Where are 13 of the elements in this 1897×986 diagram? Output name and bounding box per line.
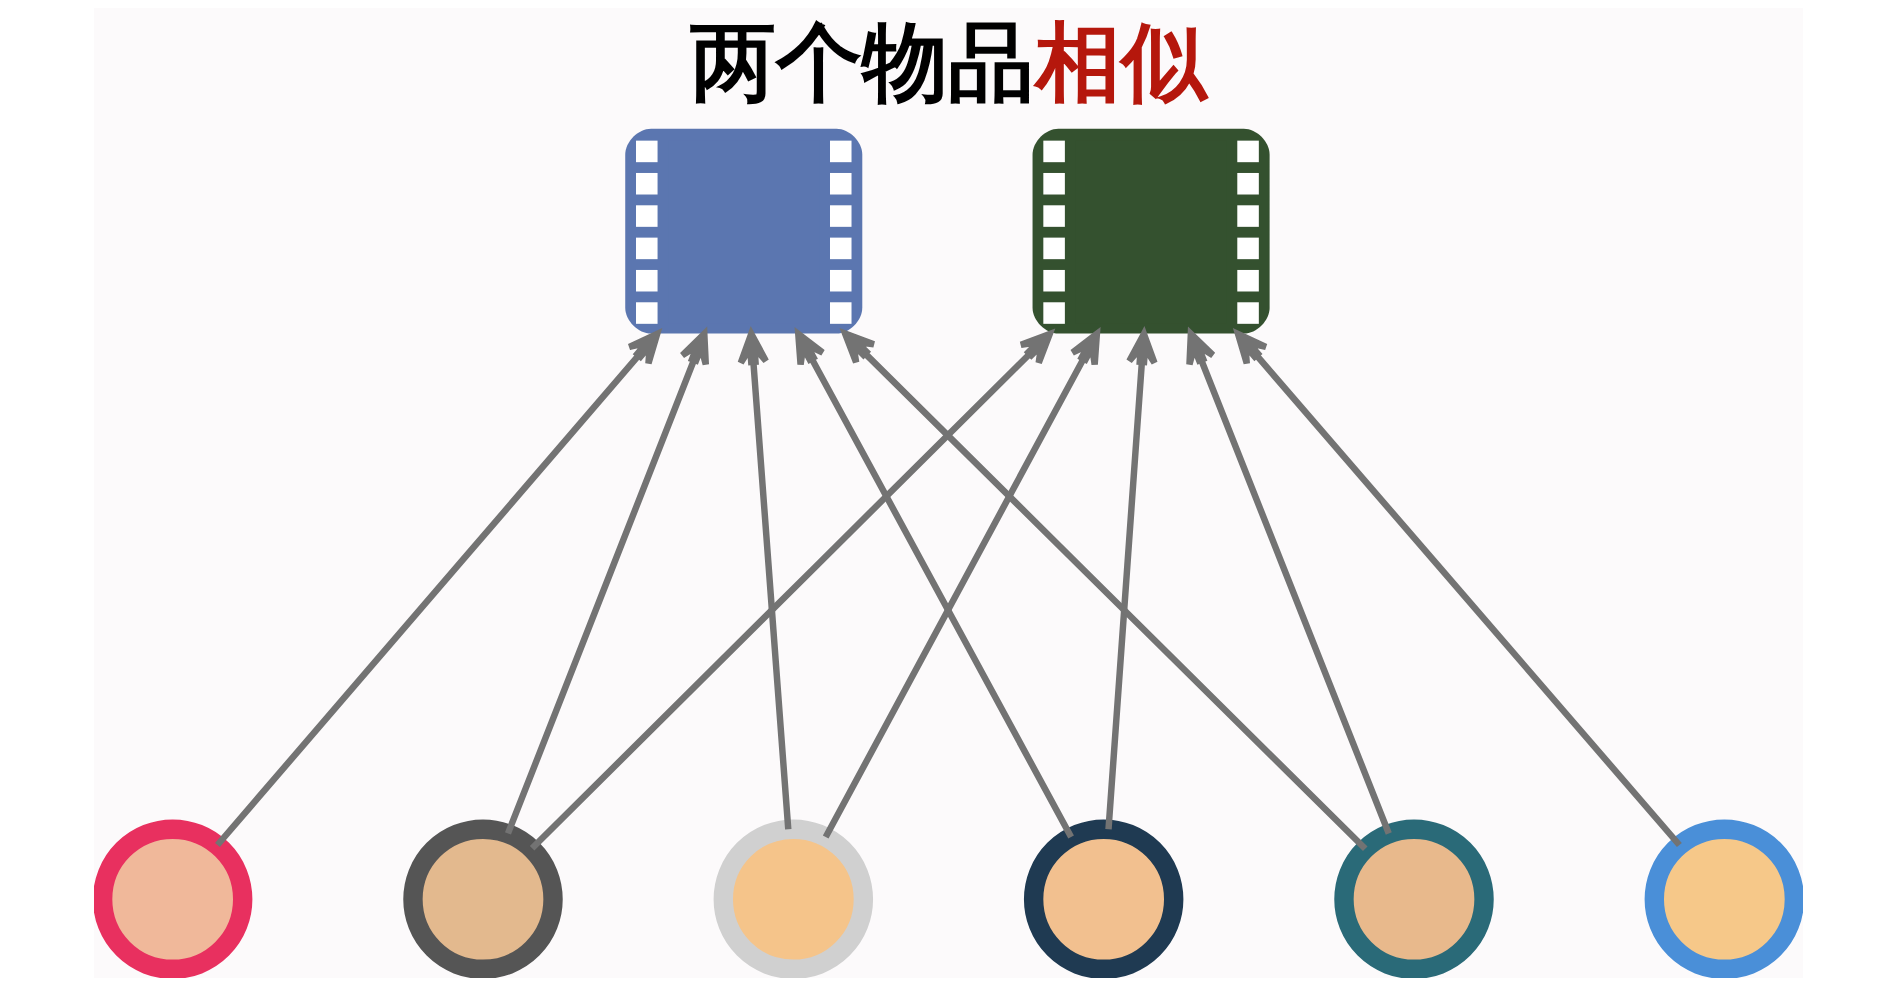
node-picture [625, 128, 863, 334]
node-person [1023, 819, 1184, 978]
node-picture [1032, 128, 1270, 334]
node-person [403, 819, 563, 978]
arrow [1234, 330, 1682, 848]
diagram-title: 两个物品相似 [689, 12, 1207, 113]
node-person [713, 819, 874, 978]
node-person [1334, 819, 1494, 978]
arrow [822, 330, 1101, 839]
arrow [795, 330, 1074, 839]
node-person [1644, 819, 1803, 978]
node-person [94, 819, 253, 978]
arrow [215, 330, 661, 848]
